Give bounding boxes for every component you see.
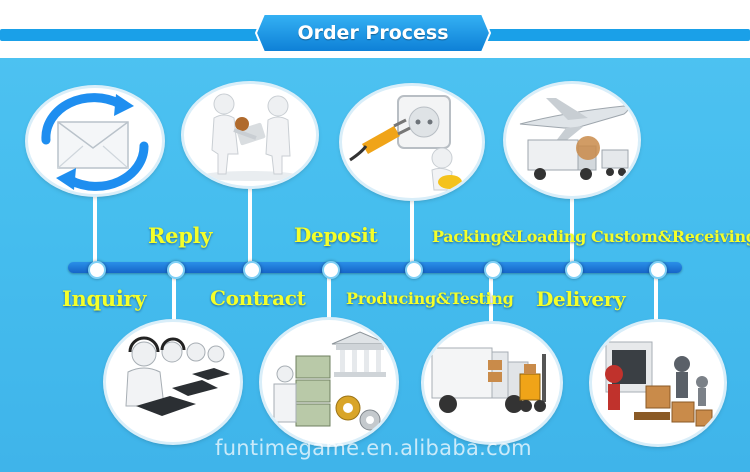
connector-line bbox=[172, 268, 176, 332]
handshake-contract-icon bbox=[184, 84, 316, 186]
step-label-contract: Contract bbox=[210, 286, 306, 310]
connector-line bbox=[410, 196, 414, 268]
timeline-node bbox=[484, 261, 502, 279]
header-title-ribbon bbox=[254, 13, 492, 53]
connector-line bbox=[327, 268, 331, 326]
airplane-truck-icon bbox=[506, 84, 638, 196]
timeline-node bbox=[322, 261, 340, 279]
timeline-node bbox=[88, 261, 106, 279]
connector-line bbox=[93, 182, 97, 268]
plug-socket-icon bbox=[342, 86, 482, 198]
step-label-custom-receiving: Custom&Receiving bbox=[591, 227, 750, 246]
connector-line bbox=[489, 268, 493, 330]
step-label-producing-testing: Producing&Testing bbox=[346, 289, 514, 308]
call-center-icon bbox=[106, 322, 240, 442]
timeline-bar bbox=[68, 262, 682, 273]
step-label-inquiry: Inquiry bbox=[62, 286, 147, 311]
timeline-node bbox=[243, 261, 261, 279]
step-label-reply: Reply bbox=[148, 223, 213, 248]
connector-line bbox=[248, 178, 252, 268]
step-label-packing-loading: Packing&Loading bbox=[432, 227, 587, 246]
email-refresh-icon bbox=[28, 88, 162, 194]
header-rule-right bbox=[486, 29, 750, 41]
step-label-deposit: Deposit bbox=[294, 223, 378, 247]
timeline-node bbox=[405, 261, 423, 279]
step-label-delivery: Delivery bbox=[536, 287, 626, 311]
connector-line bbox=[570, 196, 574, 268]
timeline-node bbox=[167, 261, 185, 279]
header-rule-left bbox=[0, 29, 262, 41]
warehouse-robots-icon bbox=[592, 322, 724, 444]
timeline-node bbox=[565, 261, 583, 279]
timeline-node bbox=[649, 261, 667, 279]
bank-money-icon bbox=[262, 320, 396, 444]
page-title: Order Process bbox=[297, 22, 449, 44]
truck-forklift-icon bbox=[424, 324, 560, 442]
connector-line bbox=[654, 268, 658, 330]
watermark-text: funtimegame.en.alibaba.com bbox=[215, 436, 532, 460]
